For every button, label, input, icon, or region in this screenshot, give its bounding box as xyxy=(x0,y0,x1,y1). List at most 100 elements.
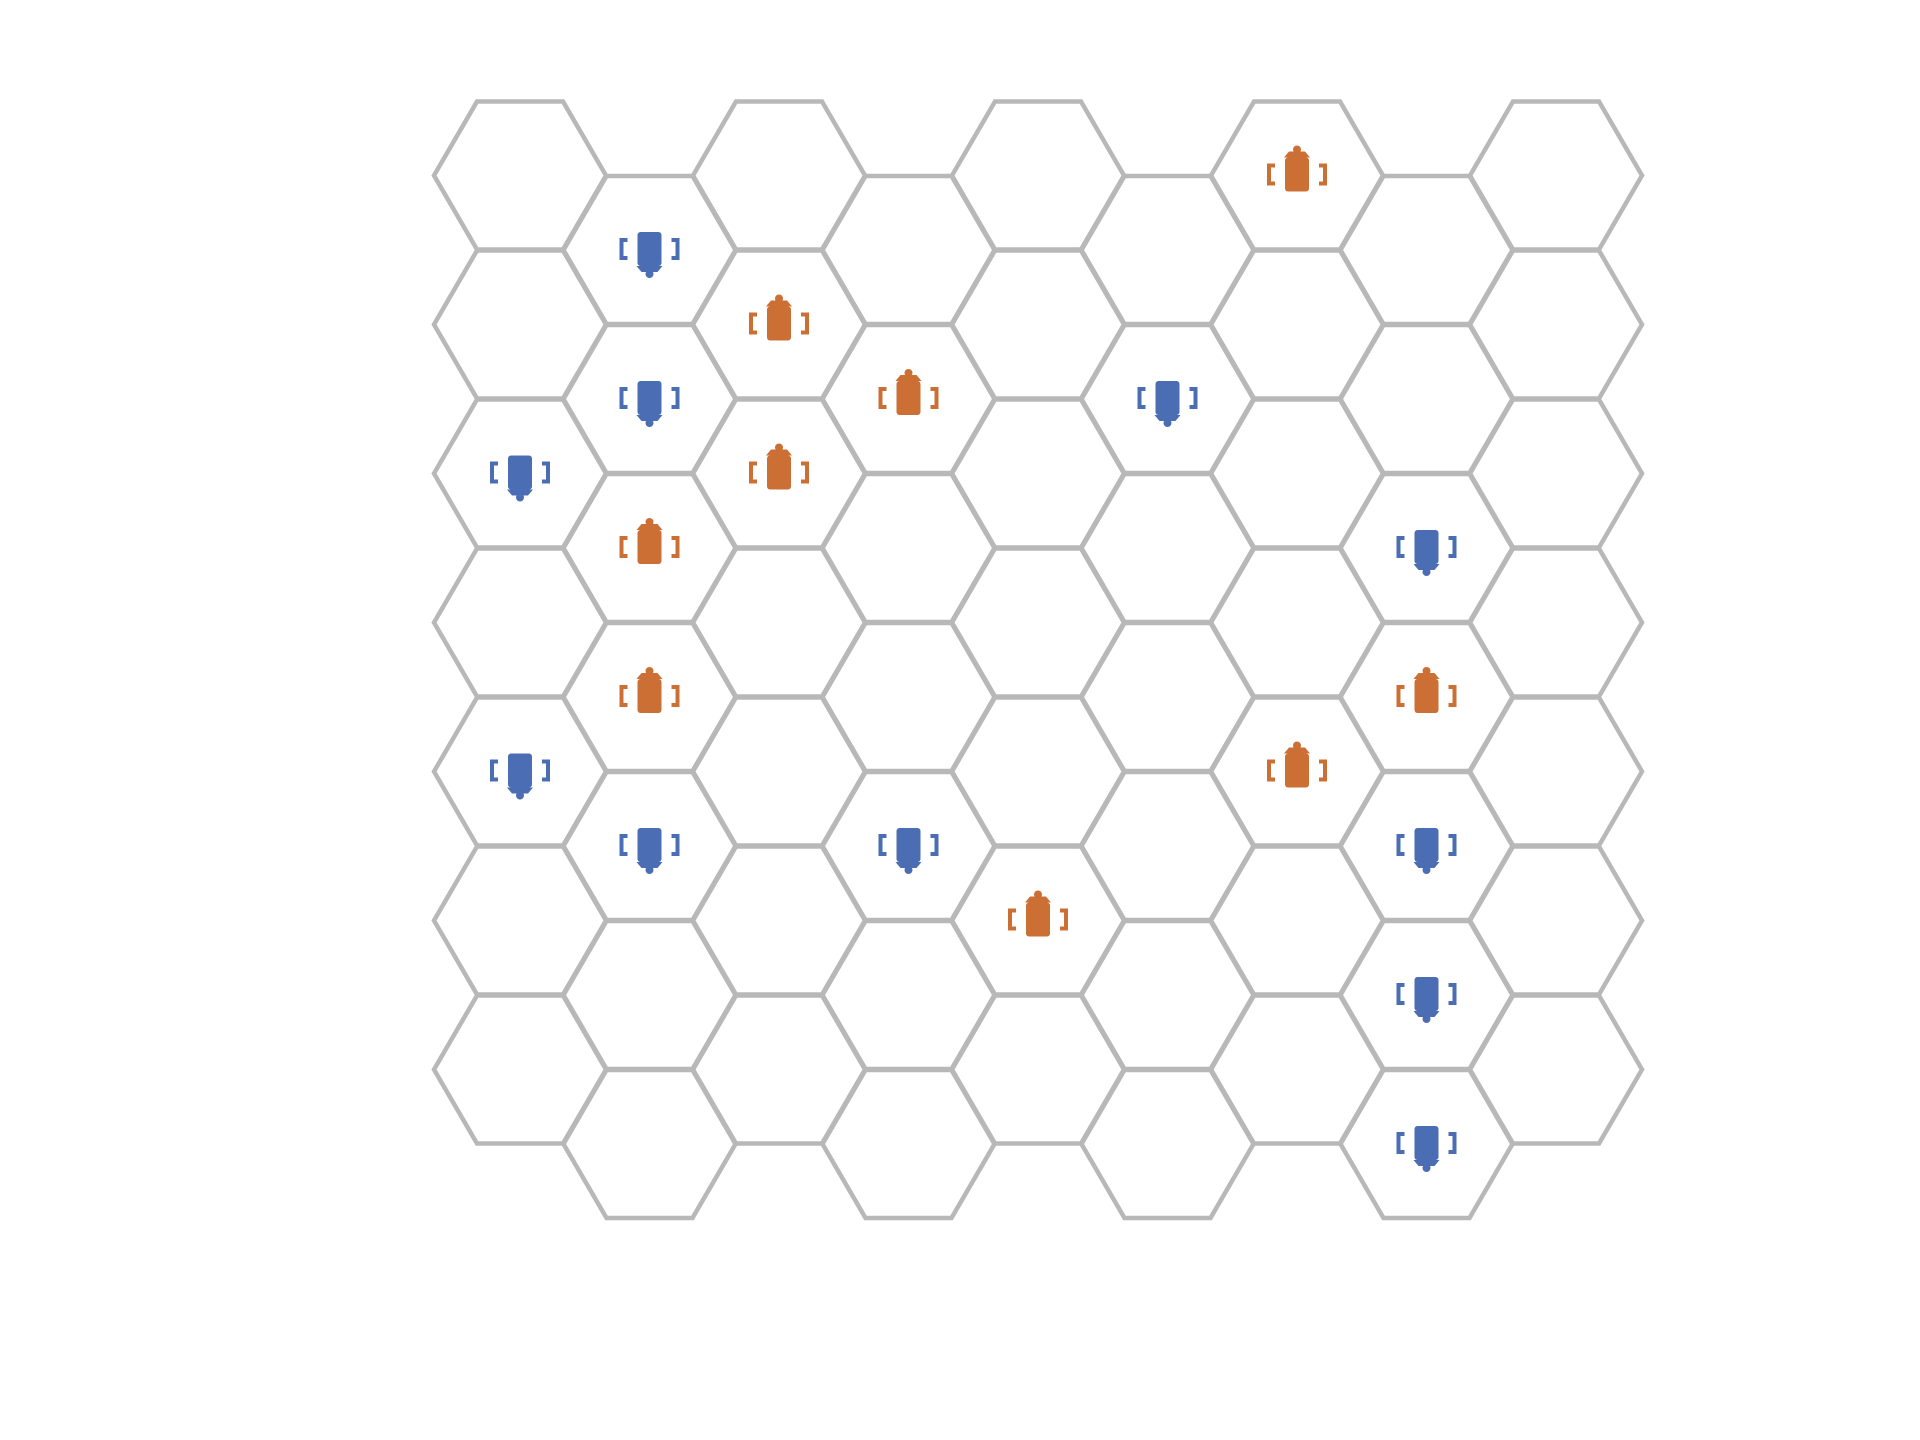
piece-body xyxy=(1414,530,1439,564)
piece-dish xyxy=(1284,151,1310,158)
piece-body xyxy=(767,455,791,490)
piece-right-arm xyxy=(542,461,550,484)
piece-dish xyxy=(1284,747,1310,754)
piece-right-arm xyxy=(1448,834,1457,856)
piece-left-arm xyxy=(878,387,887,409)
piece-right-arm xyxy=(542,759,550,782)
hex-cell[interactable] xyxy=(1467,993,1645,1146)
hex-cell-outline xyxy=(1467,993,1645,1146)
piece-antenna xyxy=(516,493,524,502)
piece-left-arm xyxy=(1008,908,1016,931)
piece-antenna xyxy=(1163,419,1172,427)
piece-antenna xyxy=(1422,866,1431,874)
piece-right-arm xyxy=(801,312,809,335)
piece-dish xyxy=(766,300,792,307)
piece-dish xyxy=(1413,673,1440,679)
robot-up-icon[interactable] xyxy=(749,443,809,490)
robot-down-icon[interactable] xyxy=(1396,530,1457,576)
robot-up-icon[interactable] xyxy=(619,667,680,713)
robot-up-icon[interactable] xyxy=(1267,145,1327,192)
piece-left-arm xyxy=(1396,536,1405,558)
piece-right-arm xyxy=(1060,908,1068,931)
piece-right-arm xyxy=(1448,1132,1457,1154)
piece-dish xyxy=(895,375,922,381)
piece-left-arm xyxy=(619,238,628,260)
piece-dish xyxy=(1413,564,1440,570)
piece-body xyxy=(896,828,921,862)
robot-down-icon[interactable] xyxy=(490,455,550,502)
piece-body xyxy=(1155,381,1180,415)
piece-right-arm xyxy=(671,536,680,558)
robot-down-icon[interactable] xyxy=(1396,1126,1457,1172)
game-pieces xyxy=(490,145,1457,1172)
piece-dish xyxy=(636,524,663,530)
piece-right-arm xyxy=(671,238,680,260)
robot-down-icon[interactable] xyxy=(878,828,939,874)
piece-dish xyxy=(636,862,663,868)
piece-antenna xyxy=(645,866,654,874)
piece-body xyxy=(767,306,791,341)
piece-dish xyxy=(507,489,533,496)
piece-antenna xyxy=(1034,890,1042,899)
piece-body xyxy=(508,753,532,788)
piece-right-arm xyxy=(801,461,809,484)
robot-down-icon[interactable] xyxy=(1137,381,1198,427)
piece-antenna xyxy=(1422,667,1431,675)
piece-body xyxy=(1285,753,1309,788)
piece-right-arm xyxy=(1319,163,1327,186)
piece-left-arm xyxy=(490,759,498,782)
piece-dish xyxy=(1025,896,1051,903)
piece-right-arm xyxy=(671,387,680,409)
piece-left-arm xyxy=(619,387,628,409)
piece-body xyxy=(1414,1126,1439,1160)
piece-right-arm xyxy=(1448,983,1457,1005)
robot-down-icon[interactable] xyxy=(1396,977,1457,1023)
piece-left-arm xyxy=(749,461,757,484)
robot-up-icon[interactable] xyxy=(619,518,680,564)
piece-antenna xyxy=(645,667,654,675)
piece-antenna xyxy=(1422,1015,1431,1023)
piece-dish xyxy=(1413,1011,1440,1017)
piece-left-arm xyxy=(1267,163,1275,186)
piece-right-arm xyxy=(930,834,939,856)
piece-dish xyxy=(1154,415,1181,421)
piece-body xyxy=(1414,828,1439,862)
piece-right-arm xyxy=(930,387,939,409)
robot-down-icon[interactable] xyxy=(1396,828,1457,874)
piece-left-arm xyxy=(1396,983,1405,1005)
piece-antenna xyxy=(775,443,783,452)
piece-left-arm xyxy=(1396,1132,1405,1154)
piece-left-arm xyxy=(1396,685,1405,707)
piece-antenna xyxy=(904,369,913,377)
piece-antenna xyxy=(645,270,654,278)
robot-up-icon[interactable] xyxy=(1396,667,1457,713)
piece-body xyxy=(1285,157,1309,192)
piece-body xyxy=(508,455,532,490)
piece-dish xyxy=(895,862,922,868)
piece-left-arm xyxy=(878,834,887,856)
piece-antenna xyxy=(1293,145,1301,154)
robot-up-icon[interactable] xyxy=(1008,890,1068,937)
piece-antenna xyxy=(645,419,654,427)
piece-left-arm xyxy=(619,536,628,558)
robot-up-icon[interactable] xyxy=(878,369,939,415)
piece-left-arm xyxy=(749,312,757,335)
piece-dish xyxy=(1413,1160,1440,1166)
piece-antenna xyxy=(1422,1164,1431,1172)
hex-cells xyxy=(431,99,1645,1221)
piece-antenna xyxy=(516,791,524,800)
piece-body xyxy=(1414,679,1439,713)
robot-down-icon[interactable] xyxy=(619,232,680,278)
piece-left-arm xyxy=(1137,387,1146,409)
piece-body xyxy=(637,381,662,415)
piece-left-arm xyxy=(490,461,498,484)
robot-up-icon[interactable] xyxy=(1267,741,1327,788)
piece-body xyxy=(637,530,662,564)
robot-down-icon[interactable] xyxy=(490,753,550,800)
robot-down-icon[interactable] xyxy=(619,381,680,427)
piece-dish xyxy=(636,266,663,272)
robot-down-icon[interactable] xyxy=(619,828,680,874)
piece-left-arm xyxy=(1267,759,1275,782)
robot-up-icon[interactable] xyxy=(749,294,809,341)
piece-right-arm xyxy=(1448,536,1457,558)
